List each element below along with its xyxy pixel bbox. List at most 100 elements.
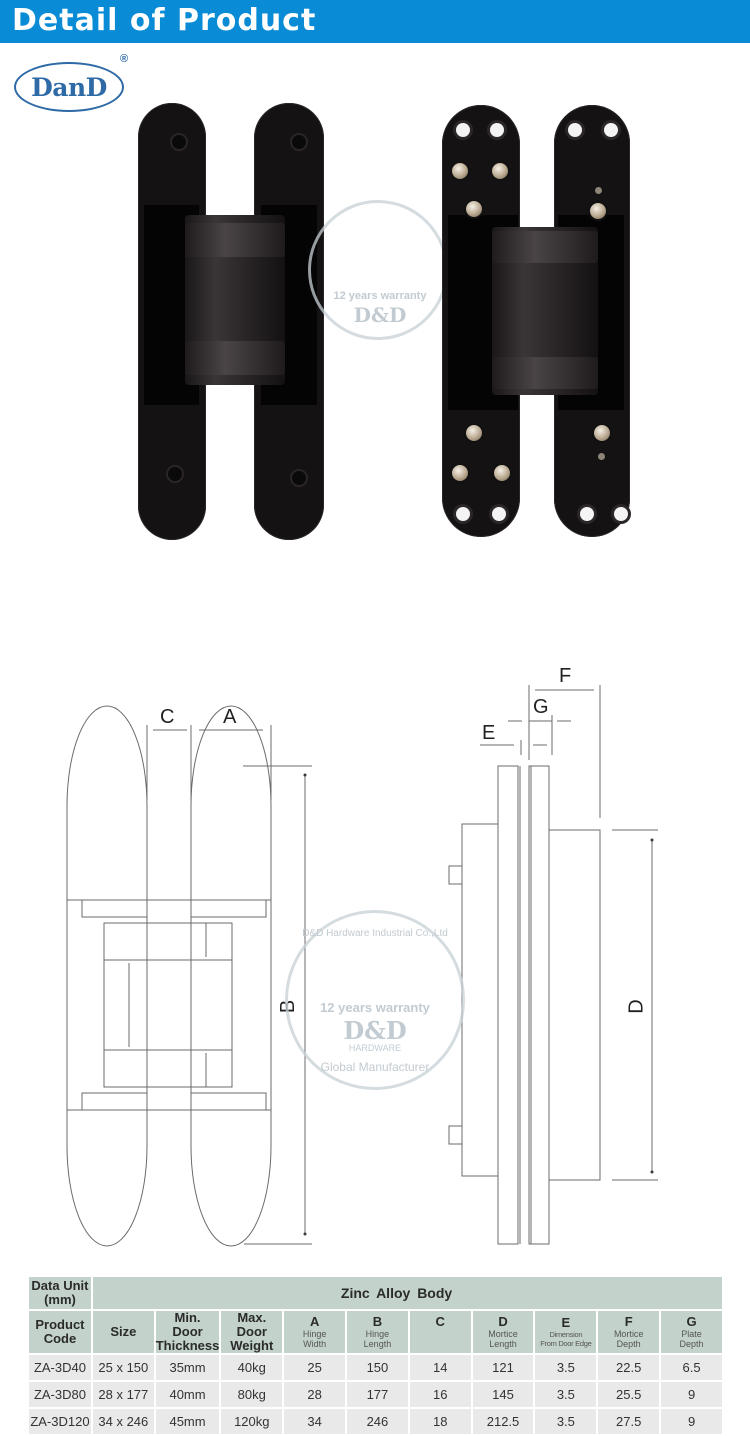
- cell-b: 150: [347, 1355, 408, 1380]
- cell-e: 3.5: [535, 1382, 597, 1407]
- table-header-row: Product Code Size Min. Door Thickness Ma…: [29, 1311, 722, 1353]
- watermark-tagline: Global Manufacturer: [320, 1060, 430, 1074]
- knuckle-band-top: [185, 223, 285, 257]
- cell-f: 25.5: [598, 1382, 660, 1407]
- cell-a: 28: [284, 1382, 346, 1407]
- spec-table: Data Unit (mm) Zinc Alloy Body Product C…: [27, 1275, 724, 1436]
- adjust-screw-icon: [590, 203, 606, 219]
- small-hole-icon: [595, 187, 602, 194]
- dim-label-d: D: [625, 999, 648, 1014]
- product-photo-front: [130, 95, 340, 545]
- cell-size: 34 x 246: [92, 1409, 154, 1434]
- header-letter: B: [372, 1314, 383, 1329]
- col-header-product-code: Product Code: [29, 1311, 91, 1353]
- mount-hole-icon: [568, 123, 582, 137]
- adjust-screw-icon: [466, 425, 482, 441]
- cell-size: 25 x 150: [92, 1355, 154, 1380]
- header-text: Min.: [174, 1310, 201, 1325]
- watermark-warranty: 12 years warranty: [333, 290, 427, 302]
- col-header-e: E Dimension From Door Edge: [535, 1311, 597, 1353]
- dim-label-f: F: [559, 665, 572, 687]
- watermark-brand: D&D: [353, 303, 407, 327]
- screw-icon: [292, 471, 306, 485]
- header-letter: E: [561, 1315, 571, 1330]
- material-header: Zinc Alloy Body: [92, 1277, 722, 1309]
- header-text: Max.: [237, 1310, 267, 1325]
- logo-text: DanD: [31, 72, 107, 102]
- header-text: Size: [110, 1324, 137, 1339]
- mount-hole-icon: [604, 123, 618, 137]
- screw-icon: [172, 135, 186, 149]
- cell-b: 246: [347, 1409, 408, 1434]
- dim-label-g: G: [533, 696, 549, 718]
- cell-size: 28 x 177: [92, 1382, 154, 1407]
- cell-min-thickness: 45mm: [155, 1409, 220, 1434]
- header-text: Door: [236, 1324, 267, 1339]
- cell-f: 27.5: [598, 1409, 660, 1434]
- header-text: Weight: [230, 1338, 274, 1353]
- cell-code: ZA-3D80: [29, 1382, 91, 1407]
- header-letter: G: [686, 1314, 697, 1329]
- cell-g: 9: [661, 1382, 722, 1407]
- adjust-screw-icon: [594, 425, 610, 441]
- header-sub: Width: [303, 1339, 327, 1349]
- header-bar: Detail of Product: [0, 0, 750, 43]
- mount-hole-icon: [456, 507, 470, 521]
- watermark-brand: D&D: [343, 1016, 407, 1045]
- screw-icon: [168, 467, 182, 481]
- cell-g: 6.5: [661, 1355, 722, 1380]
- col-header-max-weight: Max. Door Weight: [221, 1310, 283, 1353]
- header-sub: From Door Edge: [540, 1339, 592, 1348]
- header-text: Door: [172, 1324, 203, 1339]
- adjust-screw-icon: [494, 465, 510, 481]
- header-sub: Mortice: [613, 1329, 644, 1339]
- adjust-screw-icon: [452, 163, 468, 179]
- cell-min-thickness: 40mm: [155, 1382, 220, 1407]
- page-title: Detail of Product: [12, 3, 317, 38]
- cell-d: 145: [472, 1382, 534, 1407]
- header-sub: Mortice: [488, 1329, 518, 1339]
- col-header-c: C: [409, 1311, 471, 1353]
- adjust-screw-icon: [492, 163, 508, 179]
- table-row: ZA-3D120 34 x 246 45mm 120kg 34 246 18 2…: [29, 1409, 722, 1434]
- header-letter: D: [498, 1314, 508, 1329]
- cell-g: 9: [661, 1409, 722, 1434]
- col-header-b: B Hinge Length: [347, 1311, 408, 1353]
- table-row: ZA-3D80 28 x 177 40mm 80kg 28 177 16 145…: [29, 1382, 722, 1407]
- col-header-f: F Mortice Depth: [598, 1311, 660, 1353]
- dim-label-c: C: [160, 706, 175, 728]
- cell-c: 18: [409, 1409, 471, 1434]
- col-header-min-thickness: Min. Door Thickness: [155, 1310, 220, 1353]
- header-letter: F: [624, 1314, 633, 1329]
- header-sub: Hinge: [365, 1329, 390, 1339]
- header-text: Code: [43, 1331, 77, 1346]
- cell-a: 34: [284, 1409, 346, 1434]
- mount-hole-icon: [456, 123, 470, 137]
- cell-e: 3.5: [535, 1409, 597, 1434]
- header-text: Thickness: [155, 1338, 220, 1353]
- header-letter: C: [435, 1314, 445, 1329]
- small-hole-icon: [598, 453, 605, 460]
- cell-code: ZA-3D120: [29, 1409, 91, 1434]
- adjust-screw-icon: [452, 465, 468, 481]
- cell-c: 14: [409, 1355, 471, 1380]
- mount-hole-icon: [492, 507, 506, 521]
- knuckle-band-bottom: [492, 357, 598, 389]
- unit-label-line2: (mm): [44, 1292, 76, 1307]
- col-header-a: A Hinge Width: [284, 1311, 346, 1353]
- cell-a: 25: [284, 1355, 346, 1380]
- screw-icon: [292, 135, 306, 149]
- unit-label-line1: Data Unit: [31, 1278, 89, 1293]
- header-sub: Dimension: [549, 1330, 583, 1339]
- mount-hole-icon: [490, 123, 504, 137]
- watermark-stamp-drawing: [285, 910, 465, 1090]
- registered-mark: ®: [120, 53, 129, 65]
- knuckle-band-top: [492, 231, 598, 263]
- cell-code: ZA-3D40: [29, 1355, 91, 1380]
- table-row: ZA-3D40 25 x 150 35mm 40kg 25 150 14 121…: [29, 1355, 722, 1380]
- adjust-screw-icon: [466, 201, 482, 217]
- mount-hole-icon: [580, 507, 594, 521]
- cell-f: 22.5: [598, 1355, 660, 1380]
- cell-max-weight: 80kg: [221, 1382, 283, 1407]
- col-header-g: G Plate Depth: [661, 1311, 722, 1353]
